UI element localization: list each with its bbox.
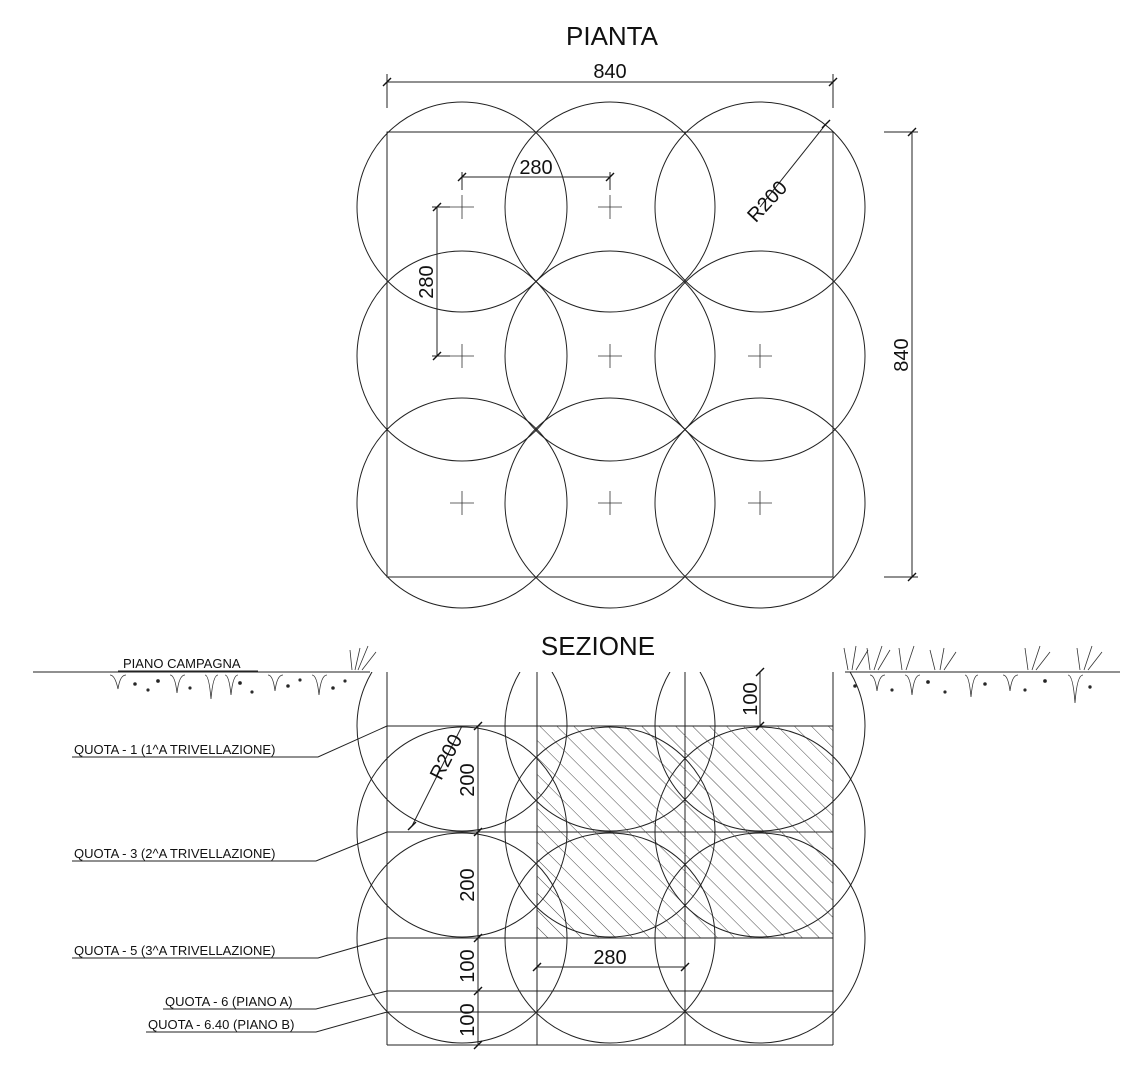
plan-circle: [654, 397, 866, 609]
level-label-2: QUOTA - 3 (2^A TRIVELLAZIONE): [72, 831, 388, 862]
section-drill-circles: [356, 672, 866, 1044]
plan-dim-spacing-h-label: 280: [519, 157, 552, 179]
plan-title: PIANTA: [566, 21, 659, 51]
excavation-hatch: [536, 725, 834, 939]
section-circle: [504, 832, 716, 1044]
svg-text:QUOTA - 3 (2^A TRIVELLAZIONE): QUOTA - 3 (2^A TRIVELLAZIONE): [74, 846, 275, 861]
plan-circle: [356, 397, 568, 609]
svg-text:QUOTA - 5 (3^A TRIVELLAZIONE): QUOTA - 5 (3^A TRIVELLAZIONE): [74, 943, 275, 958]
plan-circle: [504, 397, 716, 609]
svg-text:QUOTA - 1 (1^A TRIVELLAZIONE): QUOTA - 1 (1^A TRIVELLAZIONE): [74, 742, 275, 757]
section-title: SEZIONE: [541, 631, 655, 661]
plan-outline: [386, 131, 834, 578]
level-label-1: QUOTA - 1 (1^A TRIVELLAZIONE): [72, 725, 388, 758]
ground-label: PIANO CAMPAGNA: [123, 656, 241, 671]
plan-circle: [356, 250, 568, 462]
svg-text:QUOTA - 6 (PIANO A): QUOTA - 6 (PIANO A): [165, 994, 293, 1009]
section-circle: [356, 832, 568, 1044]
plan-drill-circles: [356, 101, 866, 609]
plan-dim-width: 840: [382, 61, 838, 108]
level-label-5: QUOTA - 6.40 (PIANO B): [146, 1011, 388, 1033]
plan-circle: [654, 250, 866, 462]
section-dim-4-label: 100: [457, 1003, 479, 1036]
section-view: SEZIONE PIANO CAMPAGNA: [33, 631, 1120, 1050]
plan-circle: [356, 101, 568, 313]
section-circle: [504, 726, 716, 938]
section-circle: [654, 672, 866, 832]
section-circle: [654, 832, 866, 1044]
section-dim-3-label: 100: [457, 949, 479, 982]
section-circle: [356, 672, 568, 832]
section-dim-spacing-label: 280: [593, 947, 626, 969]
soil-texture-right: [843, 645, 1103, 704]
plan-dim-spacing-h: 280: [457, 157, 615, 190]
section-circle: [504, 672, 716, 832]
plan-dim-radius: R200: [743, 119, 831, 227]
section-dim-2-label: 200: [457, 868, 479, 901]
plan-dim-spacing-v: 280: [416, 202, 450, 361]
section-dim-top-label: 100: [740, 682, 762, 715]
svg-text:QUOTA - 6.40 (PIANO B): QUOTA - 6.40 (PIANO B): [148, 1017, 294, 1032]
plan-dim-height-label: 840: [891, 338, 913, 371]
plan-circle: [654, 101, 866, 313]
plan-dim-spacing-v-label: 280: [416, 265, 438, 298]
section-dim-chain: 200 200 100 100: [457, 721, 496, 1050]
level-label-3: QUOTA - 5 (3^A TRIVELLAZIONE): [72, 937, 388, 959]
level-labels: QUOTA - 1 (1^A TRIVELLAZIONE) QUOTA - 3 …: [72, 725, 388, 1033]
section-circle: [654, 726, 866, 938]
plan-center-marks: [450, 195, 772, 515]
soil-texture-left: [109, 645, 377, 700]
section-dim-top: 100: [740, 667, 765, 731]
plan-dim-width-label: 840: [593, 61, 626, 83]
plan-circle: [504, 250, 716, 462]
level-label-4: QUOTA - 6 (PIANO A): [163, 990, 388, 1010]
plan-circle: [504, 101, 716, 313]
plan-dim-radius-label: R200: [743, 177, 792, 227]
section-dim-spacing: 280: [532, 947, 690, 972]
section-dim-1-label: 200: [457, 763, 479, 796]
plan-view: PIANTA: [356, 21, 918, 609]
plan-dim-height: 840: [884, 127, 918, 582]
